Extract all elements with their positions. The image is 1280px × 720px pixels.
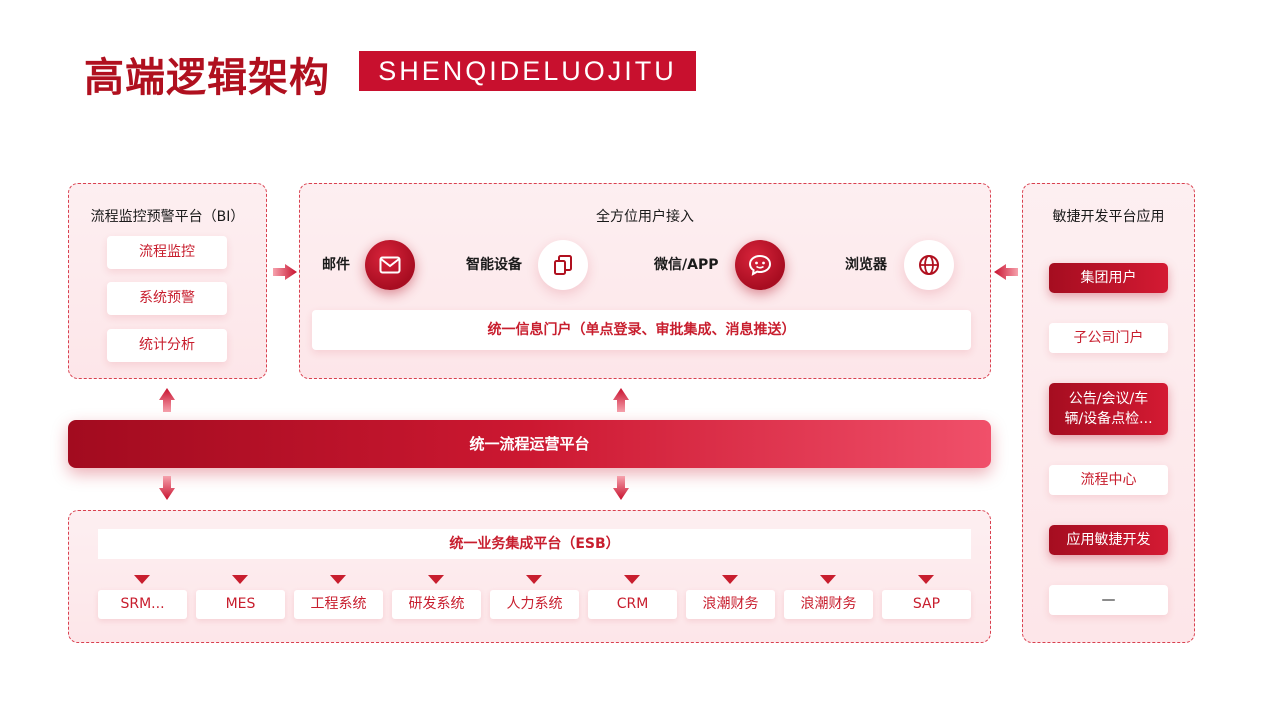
system-mes[interactable]: MES bbox=[196, 590, 285, 619]
bi-item-monitor[interactable]: 流程监控 bbox=[107, 236, 227, 269]
arrow-down-left bbox=[159, 476, 175, 500]
agile-item-notices[interactable]: 公告/会议/车 辆/设备点检... bbox=[1049, 383, 1168, 435]
agile-item-group-users[interactable]: 集团用户 bbox=[1049, 263, 1168, 293]
agile-item-subsidiary-portal[interactable]: 子公司门户 bbox=[1049, 323, 1168, 353]
channel-device-button[interactable] bbox=[538, 240, 588, 290]
agile-item-app-dev[interactable]: 应用敏捷开发 bbox=[1049, 525, 1168, 555]
system-rnd[interactable]: 研发系统 bbox=[392, 590, 481, 619]
esb-arrow-6 bbox=[624, 575, 640, 584]
channel-mail-button[interactable] bbox=[365, 240, 415, 290]
agile-item-dash[interactable]: — bbox=[1049, 585, 1168, 615]
arrow-down-right bbox=[613, 476, 629, 500]
esb-arrow-4 bbox=[428, 575, 444, 584]
esb-arrow-9 bbox=[918, 575, 934, 584]
channel-wechat-label: 微信/APP bbox=[654, 257, 719, 273]
arrow-right-bi bbox=[273, 264, 297, 280]
device-icon bbox=[554, 255, 572, 275]
esb-arrow-2 bbox=[232, 575, 248, 584]
esb-arrow-5 bbox=[526, 575, 542, 584]
bi-panel-title: 流程监控预警平台（BI） bbox=[90, 209, 245, 225]
channel-wechat-button[interactable] bbox=[735, 240, 785, 290]
agile-panel: 敏捷开发平台应用 集团用户 子公司门户 公告/会议/车 辆/设备点检... 流程… bbox=[1022, 183, 1195, 643]
system-inspur-finance-2[interactable]: 浪潮财务 bbox=[784, 590, 873, 619]
esb-arrow-8 bbox=[820, 575, 836, 584]
arrow-up-bi bbox=[159, 388, 175, 412]
arrow-up-access bbox=[613, 388, 629, 412]
system-crm[interactable]: CRM bbox=[588, 590, 677, 619]
system-inspur-finance-1[interactable]: 浪潮财务 bbox=[686, 590, 775, 619]
mail-icon bbox=[379, 256, 401, 274]
agile-item-notices-line1: 公告/会议/车 bbox=[1068, 391, 1149, 407]
arrow-left-agile bbox=[994, 264, 1018, 280]
bi-item-warning[interactable]: 系统预警 bbox=[107, 282, 227, 315]
access-panel-title: 全方位用户接入 bbox=[596, 209, 694, 225]
system-engineering[interactable]: 工程系统 bbox=[294, 590, 383, 619]
bi-panel: 流程监控预警平台（BI） 流程监控 系统预警 统计分析 bbox=[68, 183, 267, 379]
esb-bar[interactable]: 统一业务集成平台（ESB） bbox=[98, 529, 971, 559]
system-srm[interactable]: SRM... bbox=[98, 590, 187, 619]
globe-icon bbox=[919, 255, 939, 275]
bi-item-analysis[interactable]: 统计分析 bbox=[107, 329, 227, 362]
agile-item-notices-line2: 辆/设备点检... bbox=[1064, 411, 1153, 427]
esb-arrow-1 bbox=[134, 575, 150, 584]
page-title: 高端逻辑架构 bbox=[84, 55, 330, 101]
chat-icon bbox=[748, 254, 772, 276]
channel-browser-button[interactable] bbox=[904, 240, 954, 290]
system-hr[interactable]: 人力系统 bbox=[490, 590, 579, 619]
unified-portal-bar[interactable]: 统一信息门户（单点登录、审批集成、消息推送） bbox=[312, 310, 971, 350]
channel-device-label: 智能设备 bbox=[466, 257, 522, 273]
system-sap[interactable]: SAP bbox=[882, 590, 971, 619]
agile-panel-title: 敏捷开发平台应用 bbox=[1052, 209, 1165, 225]
unified-process-platform[interactable]: 统一流程运营平台 bbox=[68, 420, 991, 468]
access-panel: 全方位用户接入 邮件 智能设备 微信/APP 浏览器 统一信息门 bbox=[299, 183, 991, 379]
channel-browser-label: 浏览器 bbox=[845, 257, 887, 273]
esb-arrow-3 bbox=[330, 575, 346, 584]
channel-mail-label: 邮件 bbox=[322, 257, 350, 273]
title-tag: SHENQIDELUOJITU bbox=[359, 51, 696, 91]
agile-item-process-center[interactable]: 流程中心 bbox=[1049, 465, 1168, 495]
esb-arrow-7 bbox=[722, 575, 738, 584]
